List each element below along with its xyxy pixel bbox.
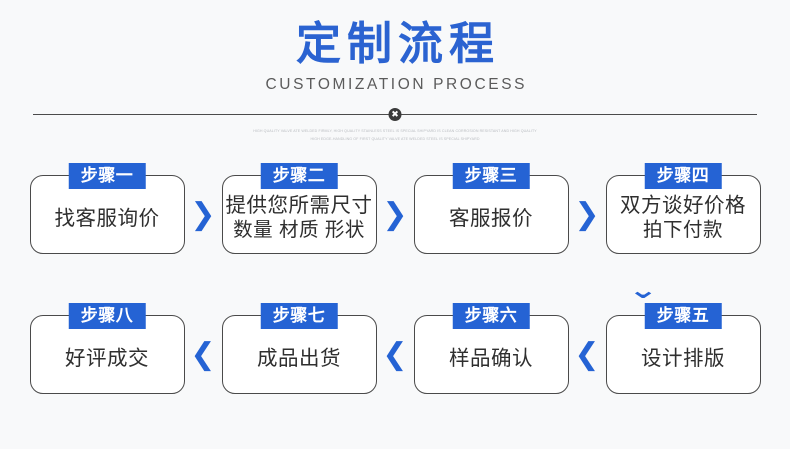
step-badge-1: 步骤一: [68, 163, 146, 189]
section-divider: ✖: [33, 108, 757, 122]
x-circle-icon: ✖: [388, 108, 402, 122]
step-badge-3: 步骤三: [452, 163, 530, 189]
arrow-right-icon-3: ❯: [574, 197, 600, 232]
process-row-top: 步骤一 找客服询价 ❯ 步骤二 提供您所需尺寸 数量 材质 形状 ❯ 步骤三 客…: [0, 163, 790, 254]
step-text-6-line1: 样品确认: [449, 346, 533, 370]
step-card-2[interactable]: 步骤二 提供您所需尺寸 数量 材质 形状: [221, 163, 377, 254]
arrow-left-icon-2: ❮: [382, 337, 408, 372]
page-subtitle: CUSTOMIZATION PROCESS: [265, 76, 528, 94]
step-card-1[interactable]: 步骤一 找客服询价: [29, 163, 185, 254]
step-card-5[interactable]: 步骤五 设计排版: [605, 303, 761, 394]
step-card-8[interactable]: 步骤八 好评成交: [29, 303, 185, 394]
step-card-4[interactable]: 步骤四 双方谈好价格 拍下付款: [605, 163, 761, 254]
step-text-1: 找客服询价: [55, 199, 160, 231]
step-card-3[interactable]: 步骤三 客服报价: [413, 163, 569, 254]
step-text-4-line1: 双方谈好价格: [620, 194, 746, 217]
microcopy-line-1: HIGH QUALITY VALVE ATE WELDED FIRMLY, HI…: [253, 129, 537, 134]
step-badge-8: 步骤八: [68, 303, 146, 329]
step-badge-5: 步骤五: [644, 303, 722, 329]
step-text-2-line2: 数量 材质 形状: [233, 219, 365, 241]
step-text-4-line2: 拍下付款: [642, 219, 723, 241]
arrow-right-icon-2: ❯: [382, 197, 408, 232]
step-badge-7: 步骤七: [260, 303, 338, 329]
process-row-bottom: 步骤八 好评成交 ❮ 步骤七 成品出货 ❮ 步骤六 样品确认 ❮ 步骤五 设计排…: [0, 303, 790, 394]
step-text-7-line1: 成品出货: [257, 346, 341, 370]
arrow-left-icon-3: ❮: [574, 337, 600, 372]
step-card-6[interactable]: 步骤六 样品确认: [413, 303, 569, 394]
step-text-6: 样品确认: [449, 339, 533, 371]
microcopy-line-2: HIGH EDGE-HANDLING OF FIRST QUALITY VALV…: [310, 136, 480, 141]
step-badge-2: 步骤二: [260, 163, 338, 189]
step-text-2-line1: 提供您所需尺寸: [225, 194, 373, 217]
step-text-5: 设计排版: [641, 339, 725, 371]
page-title: 定制流程: [295, 18, 500, 69]
step-text-4: 双方谈好价格 拍下付款: [620, 186, 746, 243]
step-text-8: 好评成交: [65, 339, 149, 371]
arrow-down-connector: ⌄: [0, 278, 790, 303]
step-text-8-line1: 好评成交: [65, 346, 149, 370]
step-text-1-line1: 找客服询价: [54, 206, 160, 230]
step-text-2: 提供您所需尺寸 数量 材质 形状: [226, 186, 373, 243]
step-text-5-line1: 设计排版: [641, 346, 725, 370]
decorative-microcopy: HIGH QUALITY VALVE ATE WELDED FIRMLY, HI…: [45, 128, 745, 143]
arrow-right-icon-1: ❯: [190, 197, 216, 232]
step-text-3: 客服报价: [449, 199, 533, 231]
arrow-down-icon: ⌄: [627, 276, 659, 304]
page-header: 定制流程 CUSTOMIZATION PROCESS: [0, 0, 790, 94]
step-card-7[interactable]: 步骤七 成品出货: [221, 303, 377, 394]
step-badge-4: 步骤四: [644, 163, 722, 189]
arrow-left-icon-1: ❮: [190, 337, 216, 372]
step-text-7: 成品出货: [257, 339, 341, 371]
step-text-3-line1: 客服报价: [449, 206, 533, 230]
step-badge-6: 步骤六: [452, 303, 530, 329]
